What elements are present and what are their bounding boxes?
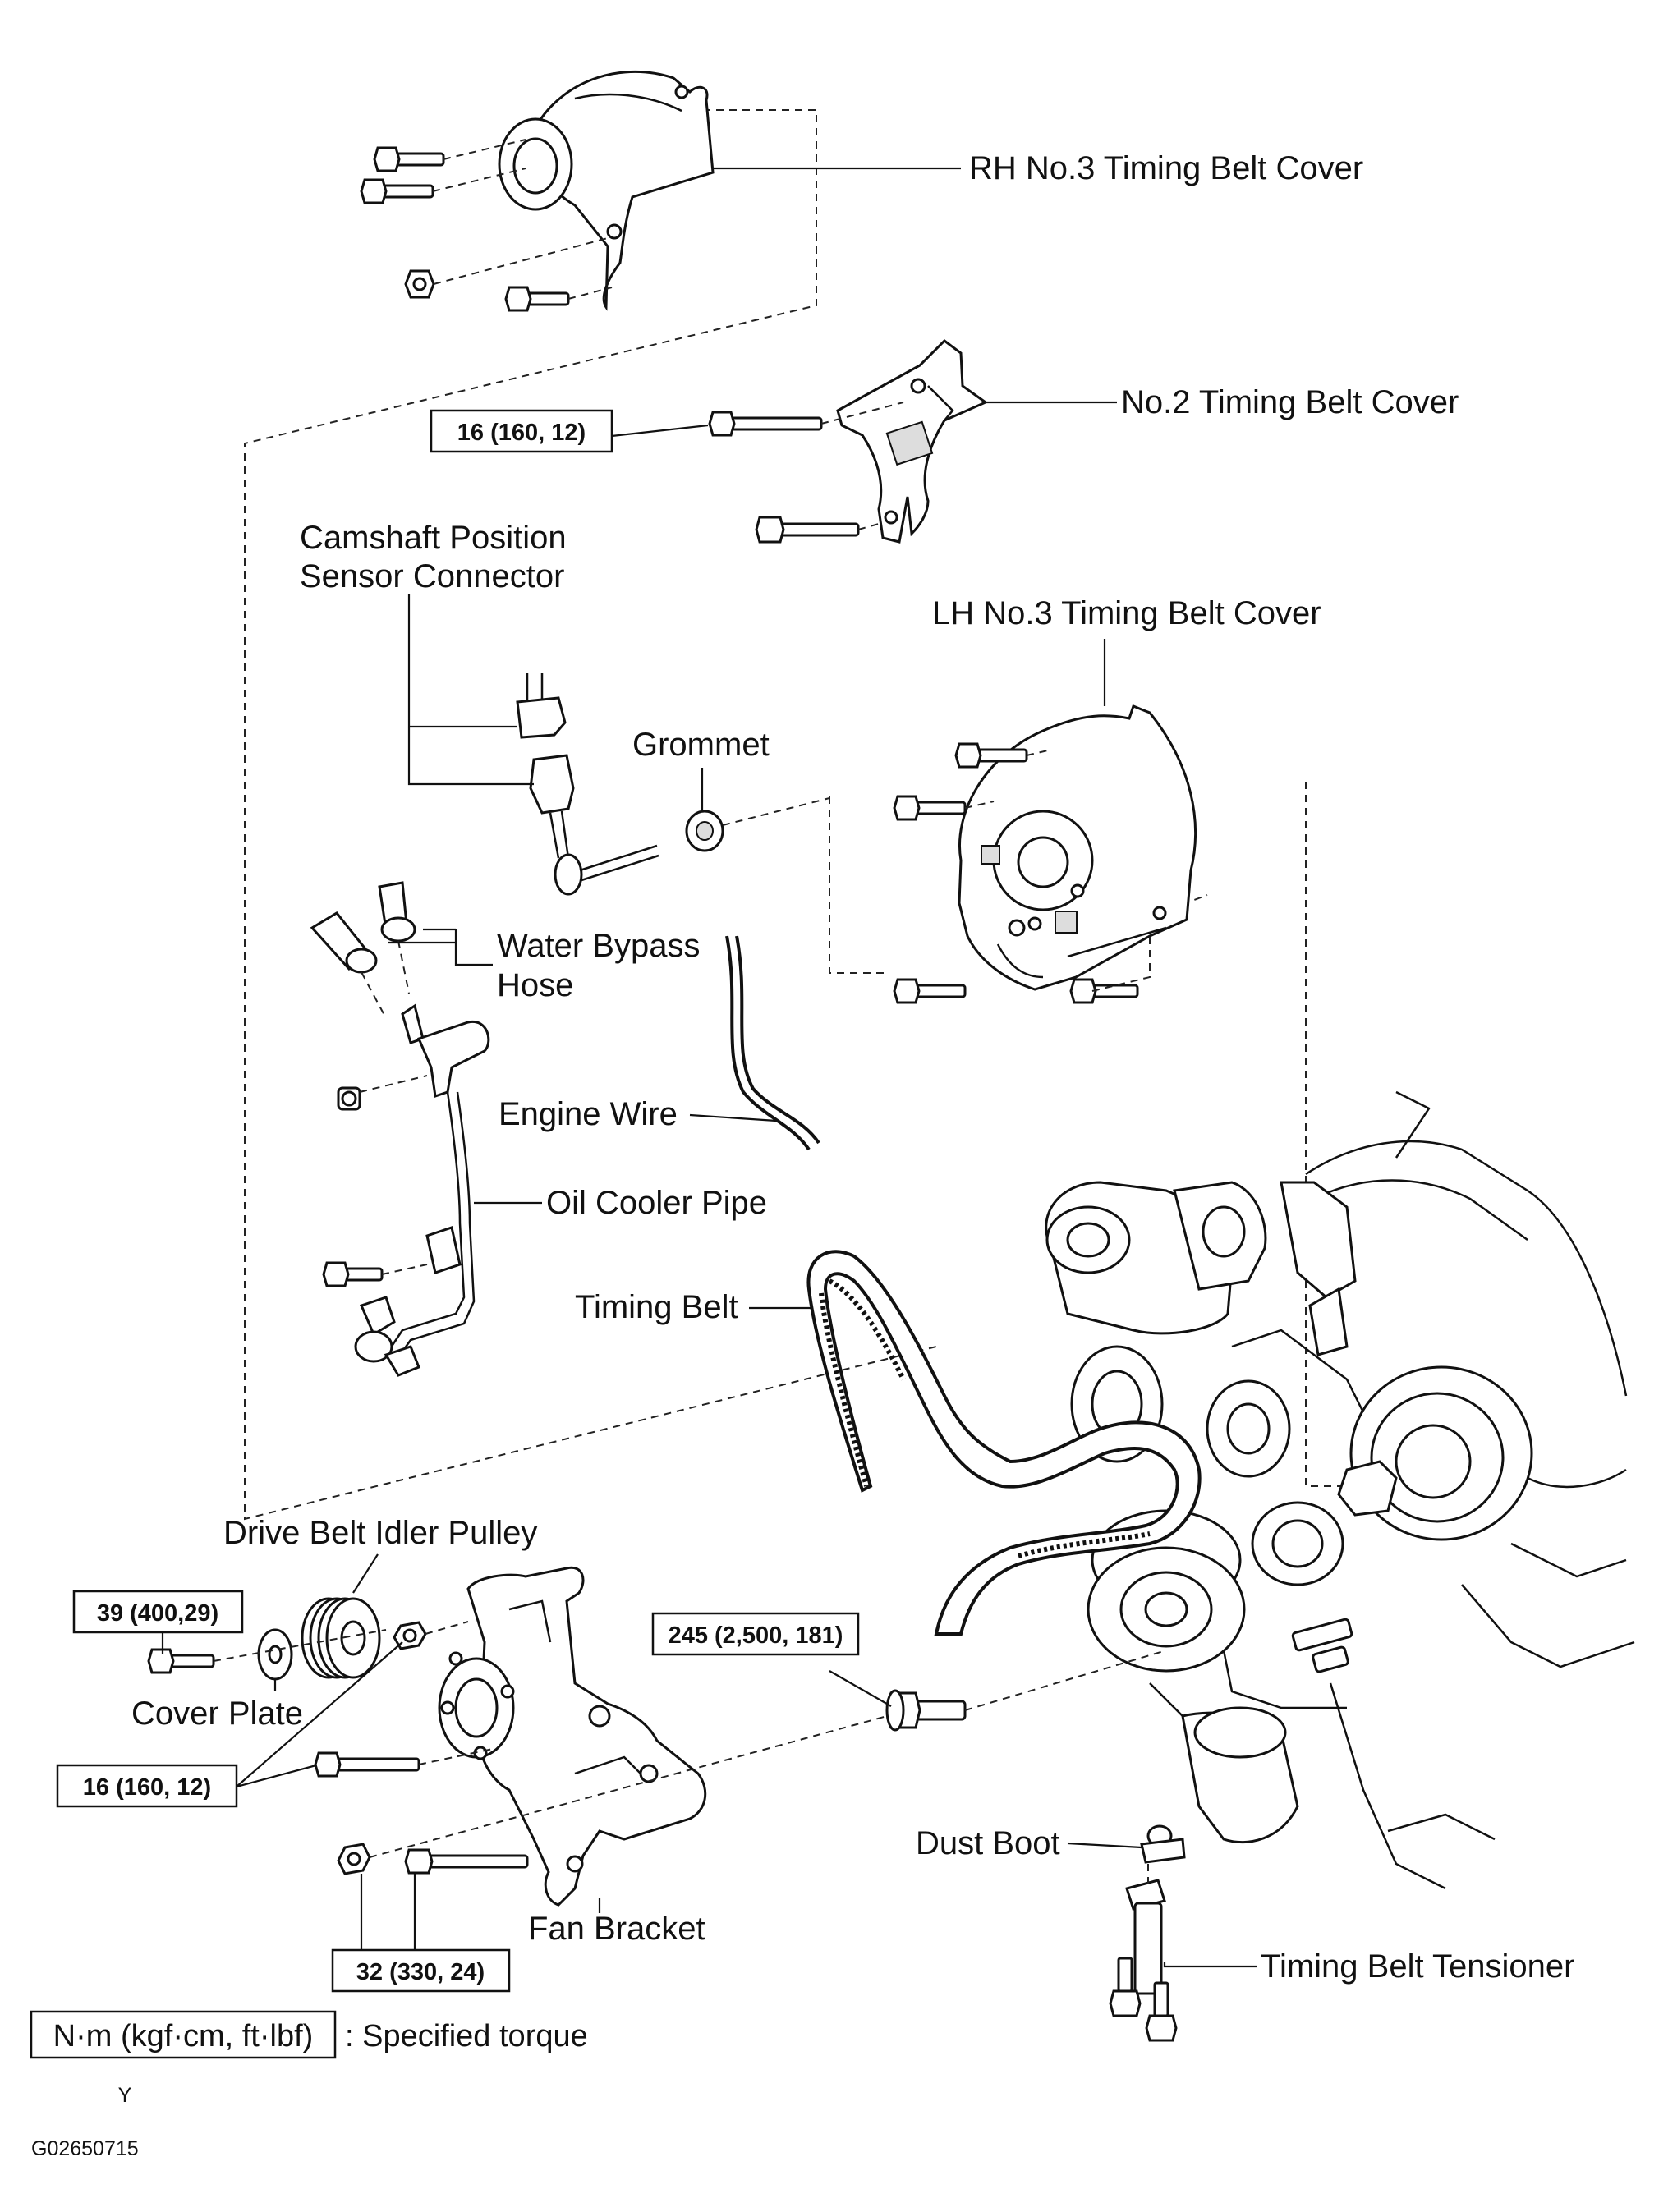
- no2-timing-belt-cover: [836, 339, 989, 544]
- torque-fan-bracket-lower: 32 (330, 24): [356, 1959, 485, 1985]
- torque-legend: N·m (kgf·cm, ft·lbf) : Specified torque: [30, 2010, 588, 2059]
- water-bypass-hose: [310, 881, 416, 1019]
- label-camshaft-sensor-1: Camshaft Position: [300, 520, 567, 556]
- figure-footer: Y G02650715: [31, 2084, 139, 2160]
- torque-box-no2-cover: [430, 409, 613, 453]
- footer-mark: Y: [118, 2084, 132, 2107]
- oil-cooler-pipe: [322, 1003, 490, 1377]
- lh-no3-timing-belt-cover: [958, 704, 1197, 991]
- torque-fan-bracket: 16 (160, 12): [83, 1774, 211, 1801]
- label-engine-wire: Engine Wire: [499, 1096, 678, 1132]
- figure-code: G02650715: [31, 2137, 139, 2160]
- cover-plate: [257, 1628, 293, 1681]
- label-cover-plate: Cover Plate: [131, 1696, 303, 1732]
- torque-boxes: 16 (160, 12) 39 (400,29) 245 (2,500, 181…: [56, 409, 860, 1993]
- engine-block: [1045, 1090, 1635, 1890]
- label-lh-no3-cover: LH No.3 Timing Belt Cover: [932, 595, 1321, 631]
- part-labels: RH No.3 Timing Belt Cover No.2 Timing Be…: [131, 150, 1574, 1985]
- camshaft-position-sensor-connector: [516, 673, 659, 896]
- lh-cover-bolts: [893, 742, 1151, 1004]
- label-no2-cover: No.2 Timing Belt Cover: [1121, 384, 1459, 420]
- label-rh-no3-cover: RH No.3 Timing Belt Cover: [969, 150, 1363, 186]
- label-fan-bracket: Fan Bracket: [528, 1911, 705, 1947]
- crankshaft-pulley-bolt: [885, 1650, 1167, 1732]
- torque-box-fan-bracket-lower: [331, 1948, 511, 1993]
- no2-cover-bolts: [708, 402, 904, 544]
- engine-wire: [725, 935, 820, 1151]
- label-timing-belt-tensioner: Timing Belt Tensioner: [1261, 1948, 1574, 1985]
- leader-lines: [127, 167, 1257, 1968]
- label-dust-boot: Dust Boot: [916, 1825, 1060, 1861]
- timing-belt: [806, 1250, 1202, 1636]
- torque-no2-cover: 16 (160, 12): [457, 420, 586, 446]
- dust-boot: [1140, 1824, 1186, 1864]
- torque-idler: 39 (400,29): [97, 1600, 218, 1627]
- legend-units: N·m (kgf·cm, ft·lbf): [53, 2019, 314, 2054]
- rh-no3-timing-belt-cover: [498, 70, 715, 311]
- torque-box-crank: [651, 1612, 860, 1656]
- label-oil-cooler-pipe: Oil Cooler Pipe: [546, 1185, 767, 1221]
- label-drive-belt-idler: Drive Belt Idler Pulley: [223, 1515, 537, 1551]
- torque-box-fan-bracket: [56, 1764, 238, 1808]
- timing-belt-tensioner: [1109, 1864, 1178, 2042]
- label-grommet: Grommet: [632, 727, 770, 763]
- drive-belt-idler-pulley: [301, 1597, 381, 1679]
- label-water-bypass-1: Water Bypass: [497, 928, 700, 964]
- label-water-bypass-2: Hose: [497, 967, 573, 1003]
- fan-bracket-bolts: [314, 1621, 888, 1875]
- rh-cover-bolts: [360, 139, 613, 312]
- grommet: [685, 797, 830, 852]
- legend-box: [30, 2010, 337, 2059]
- idler-bolt: [147, 1629, 387, 1674]
- torque-crank: 245 (2,500, 181): [669, 1622, 843, 1649]
- fan-bracket: [438, 1566, 707, 1907]
- legend-description: : Specified torque: [345, 2019, 588, 2054]
- label-timing-belt: Timing Belt: [575, 1289, 738, 1325]
- label-camshaft-sensor-2: Sensor Connector: [300, 558, 564, 594]
- torque-box-idler: [72, 1590, 244, 1634]
